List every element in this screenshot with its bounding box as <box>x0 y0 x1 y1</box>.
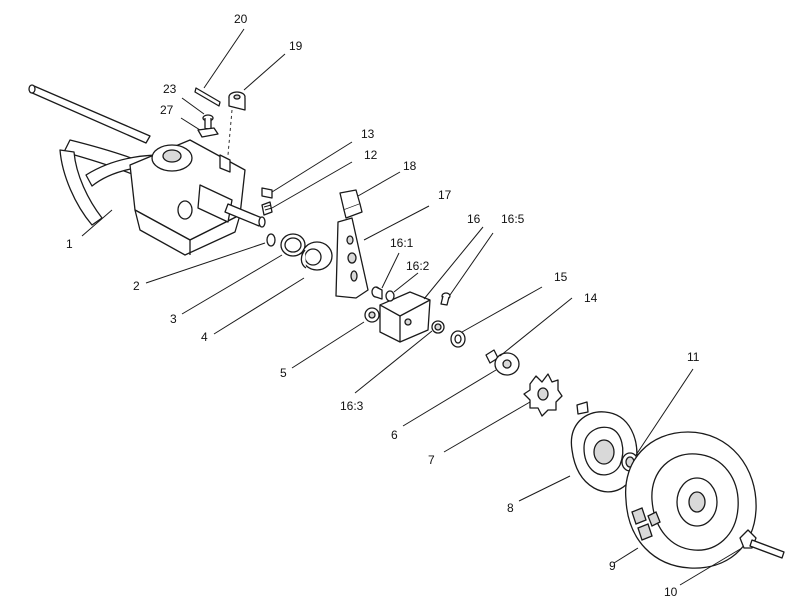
callout-16-1: 16:1 <box>390 236 414 250</box>
plate-17 <box>335 217 369 299</box>
callout-7: 7 <box>428 453 435 467</box>
bushing-4 <box>300 241 333 271</box>
callout-23: 23 <box>163 82 177 96</box>
clip-8 <box>576 401 589 415</box>
callout-8: 8 <box>507 501 514 515</box>
callout-4: 4 <box>201 330 208 344</box>
callout-20: 20 <box>234 12 248 26</box>
callout-19: 19 <box>289 39 303 53</box>
ring-16-3 <box>431 320 445 334</box>
clip-27 <box>197 127 219 138</box>
callout-9: 9 <box>609 559 616 573</box>
bracket-18 <box>339 189 363 219</box>
callout-2: 2 <box>133 279 140 293</box>
spacer-6 <box>494 352 520 376</box>
leader-lines <box>81 28 743 586</box>
spring-12 <box>261 201 273 216</box>
gearbox-housing <box>129 139 246 256</box>
bushing-16-2 <box>385 290 395 302</box>
callout-13: 13 <box>361 127 375 141</box>
pinion-gear-7 <box>523 373 563 417</box>
key-13 <box>261 187 273 199</box>
washer-3 <box>280 233 306 257</box>
callout-16-5: 16:5 <box>501 212 525 226</box>
bushing-16-1 <box>371 286 383 300</box>
callout-18: 18 <box>403 159 417 173</box>
callout-labels: 1 2 3 4 5 6 7 8 9 10 11 12 13 14 15 16 1… <box>66 12 700 599</box>
callout-27: 27 <box>160 103 174 117</box>
callout-10: 10 <box>664 585 678 599</box>
callout-6: 6 <box>391 428 398 442</box>
hub-gear-8 <box>570 411 638 493</box>
callout-16: 16 <box>467 212 481 226</box>
wheel-9 <box>625 431 757 569</box>
washer-15 <box>450 330 466 348</box>
bracket-16 <box>379 291 431 343</box>
pin-20 <box>194 87 221 107</box>
cap-19 <box>228 91 246 111</box>
callout-14: 14 <box>584 291 598 305</box>
bolt-10 <box>739 529 785 559</box>
output-shaft <box>224 203 266 228</box>
callout-12: 12 <box>364 148 378 162</box>
callout-1: 1 <box>66 237 73 251</box>
callout-3: 3 <box>170 312 177 326</box>
callout-11: 11 <box>687 350 700 364</box>
callout-15: 15 <box>554 270 568 284</box>
callout-16-3: 16:3 <box>340 399 364 413</box>
ring-2 <box>266 233 276 247</box>
nut-5 <box>364 307 380 323</box>
callout-5: 5 <box>280 366 287 380</box>
callout-17: 17 <box>438 188 452 202</box>
assembly-line-19 <box>227 109 233 156</box>
screw-16-5 <box>440 292 451 306</box>
callout-16-2: 16:2 <box>406 259 430 273</box>
